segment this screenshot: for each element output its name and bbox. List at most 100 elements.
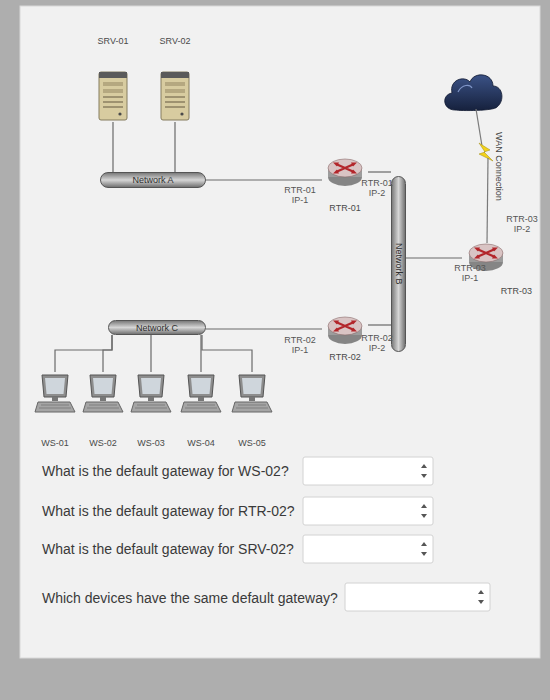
node-label: WS-04 xyxy=(170,438,232,448)
dropdown-box xyxy=(303,535,433,563)
node-label: WS-05 xyxy=(221,438,283,448)
dropdown-arrow xyxy=(421,504,427,518)
workstation-icon-part xyxy=(141,378,161,394)
workstation-node: WS-05 xyxy=(229,372,275,448)
workstation-node: WS-02 xyxy=(80,372,126,448)
workstation-icon-part xyxy=(100,397,106,401)
node-text-group: RTR-01 xyxy=(312,203,378,213)
router-icon-part xyxy=(477,249,495,257)
node-text-group: RTR-03 xyxy=(462,286,532,296)
network-link xyxy=(55,335,112,372)
router-icon-part xyxy=(333,163,357,174)
question-text: What is the default gateway for RTR-02? xyxy=(42,502,300,520)
server-icon-part xyxy=(161,72,189,120)
server-icon-part xyxy=(165,106,185,108)
workstation-icon-part xyxy=(87,405,119,408)
paper-card xyxy=(20,6,540,658)
node-label: WS-01 xyxy=(24,438,86,448)
node-label: RTR-01 xyxy=(312,203,378,213)
server-icon-part xyxy=(103,89,123,93)
router-icon-part xyxy=(336,164,354,172)
network-link xyxy=(406,257,462,258)
router-icon-part xyxy=(328,317,362,335)
node-text-group: SRV-01 xyxy=(76,36,150,46)
router-node: RTR-01 xyxy=(322,155,368,213)
link-label: WAN Connection xyxy=(494,132,504,201)
dropdown-box xyxy=(303,497,433,525)
network-link xyxy=(174,122,175,172)
wan-link xyxy=(476,109,482,146)
workstation-icon-part xyxy=(181,402,221,412)
dropdown-arrow xyxy=(478,590,484,604)
interface-label: RTR-01 IP-1 xyxy=(282,185,318,205)
router-icon-part xyxy=(474,248,498,259)
workstation-icon-part xyxy=(242,378,262,394)
router-icon-part xyxy=(328,159,362,177)
dropdown-box xyxy=(303,497,433,525)
workstation-node: WS-03 xyxy=(128,372,174,448)
workstation-icon-part xyxy=(188,375,214,397)
workstation-icon-part xyxy=(52,397,58,401)
dropdown-box xyxy=(303,457,433,485)
node-text-group: WS-02 xyxy=(72,438,134,448)
node-text-group: RTR-02 xyxy=(312,352,378,362)
node-label: RTR-02 xyxy=(312,352,378,362)
node-label: RTR-03 xyxy=(462,286,532,296)
server-icon-part xyxy=(180,112,183,115)
server-icon-part xyxy=(165,101,185,103)
router-node: RTR-02 xyxy=(322,313,368,362)
node-text-group: WS-05 xyxy=(221,438,283,448)
question-text: Which devices have the same default gate… xyxy=(42,589,342,607)
workstation-node: WS-04 xyxy=(178,372,224,448)
network-link xyxy=(368,171,391,172)
node-text-group: SRV-02 xyxy=(138,36,212,46)
dropdown-box xyxy=(345,583,490,611)
workstation-icon-part xyxy=(93,378,113,394)
dropdown-arrow xyxy=(421,464,427,478)
server-icon-part xyxy=(103,82,123,86)
workstation-icon-part xyxy=(90,375,116,397)
node-text-group: WS-01 xyxy=(24,438,86,448)
router-icon-part xyxy=(336,322,354,330)
wan-cloud xyxy=(445,75,502,111)
network-link xyxy=(202,335,252,372)
server-icon-part xyxy=(165,89,185,93)
router-icon xyxy=(325,155,365,189)
interface-label: RTR-03 IP-1 xyxy=(452,263,488,283)
server-icon-part xyxy=(165,96,185,98)
workstation-icon-part xyxy=(83,402,123,412)
server-node: SRV-02 xyxy=(150,36,200,122)
workstation-icon xyxy=(179,372,223,416)
node-label: Network C xyxy=(136,323,178,333)
workstation-icon-part xyxy=(35,402,75,412)
node-label: Network A xyxy=(132,175,173,185)
router-icon-part xyxy=(469,244,503,262)
workstation-icon-part xyxy=(191,378,211,394)
interface-label: RTR-02 IP-1 xyxy=(282,335,318,355)
node-label: SRV-01 xyxy=(76,36,150,46)
workstation-icon-part xyxy=(198,397,204,401)
workstation-icon-part xyxy=(249,397,255,401)
workstation-icon-part xyxy=(135,405,167,408)
workstation-icon-part xyxy=(131,402,171,412)
network-segment: Network C xyxy=(108,320,206,335)
server-icon-part xyxy=(165,82,185,86)
workstation-icon-part xyxy=(45,378,65,394)
node-text-group: Network C xyxy=(109,321,205,334)
workstation-icon xyxy=(230,372,274,416)
workstation-icon-part xyxy=(148,397,154,401)
interface-label: RTR-03 IP-2 xyxy=(504,214,540,234)
workstation-icon-part xyxy=(236,405,268,408)
network-link xyxy=(112,122,113,172)
workstation-icon xyxy=(129,372,173,416)
network-segment: Network A xyxy=(100,172,206,188)
network-link xyxy=(206,179,322,180)
network-segment: Network B xyxy=(391,176,406,352)
workstation-icon-part xyxy=(232,402,272,412)
interface-label: RTR-02 IP-2 xyxy=(360,333,394,353)
cloud-highlight xyxy=(458,85,472,92)
workstation-icon-part xyxy=(138,375,164,397)
server-icon-part xyxy=(99,72,127,120)
